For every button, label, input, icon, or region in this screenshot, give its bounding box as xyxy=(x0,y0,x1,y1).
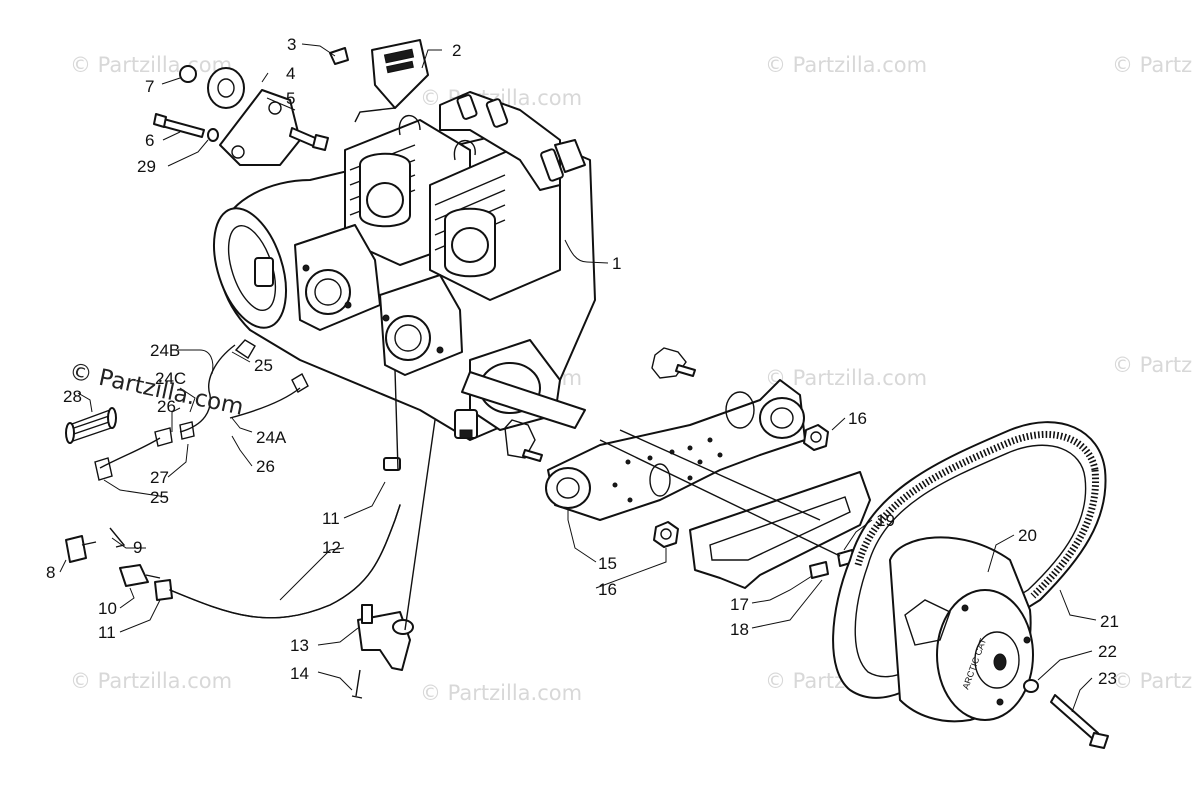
callout-13: 13 xyxy=(290,636,309,655)
callout-18: 18 xyxy=(730,620,749,639)
callout-3: 3 xyxy=(287,35,296,54)
callout-25: 25 xyxy=(150,488,169,507)
callout-11: 11 xyxy=(98,623,116,642)
watermark: © Partz xyxy=(1112,353,1192,377)
chaincase-plate xyxy=(504,347,829,548)
callout-4: 4 xyxy=(286,64,295,83)
callout-22: 22 xyxy=(1098,642,1117,661)
callouts: 1 2 3 4 5 6 7 8 9 10 11 11 12 13 14 15 1… xyxy=(46,35,1119,688)
callout-10: 10 xyxy=(98,599,117,618)
callout-16: 16 xyxy=(848,409,867,428)
callout-7: 7 xyxy=(145,77,154,96)
callout-26: 26 xyxy=(157,397,176,416)
callout-25: 25 xyxy=(254,356,273,375)
callout-16: 16 xyxy=(598,580,617,599)
watermark: © Partz xyxy=(1112,53,1192,77)
hose-assembly xyxy=(65,339,309,481)
watermark: © Partzilla.com xyxy=(70,53,232,77)
callout-17: 17 xyxy=(730,595,749,614)
watermark: © Partzilla.com xyxy=(70,669,232,693)
callout-21: 21 xyxy=(1100,612,1119,631)
callout-2: 2 xyxy=(452,41,461,60)
callout-26: 26 xyxy=(256,457,275,476)
callout-24a: 24A xyxy=(256,428,287,447)
callout-23: 23 xyxy=(1098,669,1117,688)
drive-clutch: ARCTIC CAT xyxy=(832,421,1109,749)
callout-27: 27 xyxy=(150,468,169,487)
callout-24c: 24C xyxy=(155,369,186,388)
callout-15: 15 xyxy=(598,554,617,573)
callout-8: 8 xyxy=(46,563,55,582)
watermark: © Partzilla.com xyxy=(420,681,582,705)
callout-1: 1 xyxy=(612,254,621,273)
callout-11: 11 xyxy=(322,509,340,528)
gauge-bracket xyxy=(329,39,429,123)
callout-28: 28 xyxy=(63,387,82,406)
impulse-line-assembly xyxy=(65,369,436,699)
upper-engine-mount xyxy=(153,65,329,166)
callout-14: 14 xyxy=(290,664,309,683)
callout-9: 9 xyxy=(133,538,142,557)
leader-lines xyxy=(59,43,1097,713)
watermark: © Partzilla.com xyxy=(765,53,927,77)
callout-6: 6 xyxy=(145,131,154,150)
watermark: © Partzilla.com xyxy=(765,366,927,390)
callout-5: 5 xyxy=(286,89,295,108)
callout-20: 20 xyxy=(1018,526,1037,545)
callout-12: 12 xyxy=(322,538,341,557)
engine-assembly xyxy=(213,91,596,441)
callout-24b: 24B xyxy=(150,341,180,360)
callout-29: 29 xyxy=(137,157,156,176)
clutch-bracket xyxy=(599,429,871,589)
callout-19: 19 xyxy=(876,511,895,530)
watermark: © Partz xyxy=(1112,669,1192,693)
